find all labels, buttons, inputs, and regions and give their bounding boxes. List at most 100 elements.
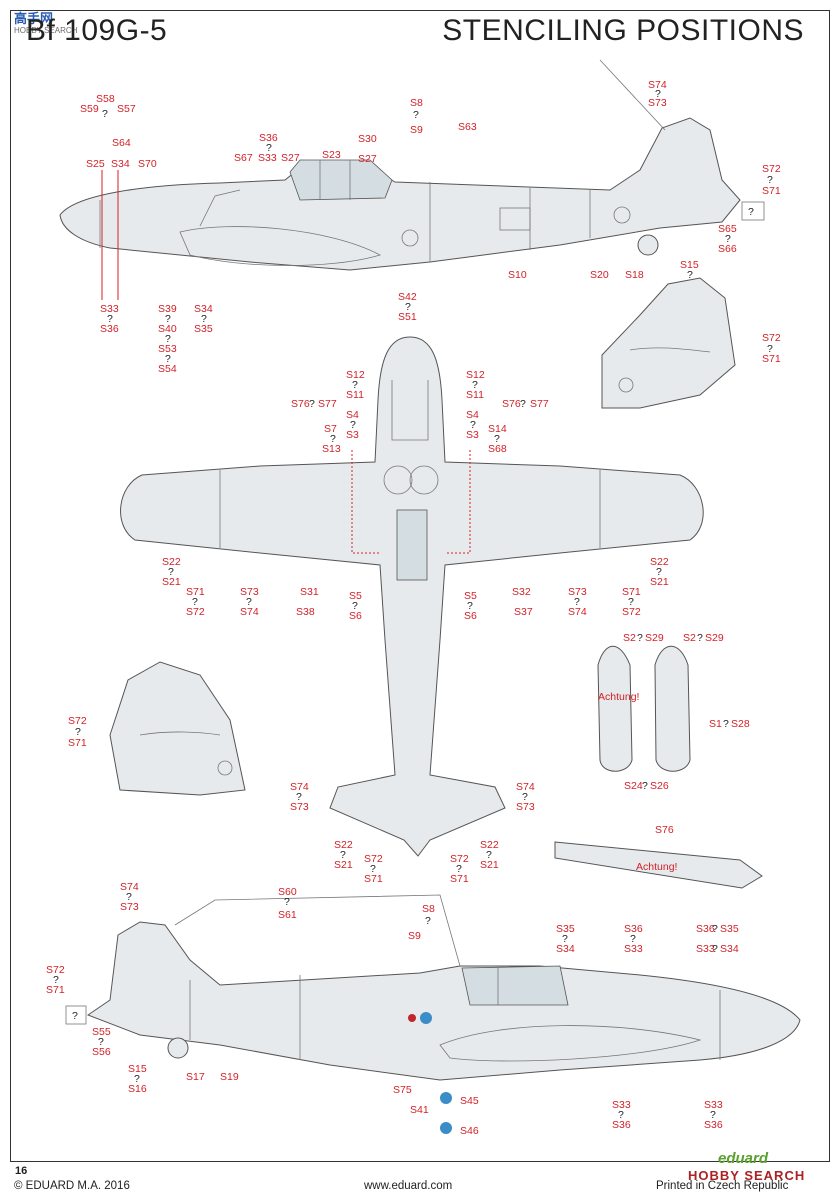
svg-text:S9: S9 <box>408 930 421 942</box>
svg-text:S19: S19 <box>220 1071 239 1083</box>
svg-text:?: ? <box>246 596 252 608</box>
svg-text:S6: S6 <box>464 610 477 622</box>
svg-text:S76: S76 <box>655 824 674 836</box>
propeller-blade-detail: S76 Achtung! <box>554 824 763 889</box>
svg-text:S22: S22 <box>162 556 181 568</box>
copyright: © EDUARD M.A. 2016 <box>14 1180 130 1192</box>
svg-text:?: ? <box>656 566 662 578</box>
svg-text:?: ? <box>296 791 302 803</box>
svg-text:S38: S38 <box>296 606 315 618</box>
svg-text:?: ? <box>102 108 108 120</box>
svg-text:S5: S5 <box>464 590 477 602</box>
svg-text:S21: S21 <box>480 859 499 871</box>
svg-text:?: ? <box>687 269 693 281</box>
svg-text:S41: S41 <box>410 1104 429 1116</box>
svg-text:S53: S53 <box>158 343 177 355</box>
svg-text:S34: S34 <box>720 943 739 955</box>
svg-text:S12: S12 <box>466 369 485 381</box>
svg-text:?: ? <box>165 353 171 365</box>
svg-text:S1: S1 <box>709 718 722 730</box>
printed-note: Printed in Czech Republic <box>656 1180 789 1192</box>
svg-text:?: ? <box>642 780 648 792</box>
svg-text:S71: S71 <box>364 873 383 885</box>
svg-text:S73: S73 <box>290 801 309 813</box>
svg-text:S31: S31 <box>300 586 319 598</box>
svg-text:?: ? <box>309 398 315 410</box>
side-view-bottom: S74?S73 S60?S61 S8?S9 S35?S34 S36?S33 S3… <box>46 881 801 1137</box>
page-title: STENCILING POSITIONS <box>442 14 804 47</box>
svg-text:?: ? <box>192 596 198 608</box>
callout: S64 <box>112 137 131 149</box>
svg-text:?: ? <box>655 88 661 100</box>
fin-detail-right: S72?S71 <box>601 277 781 409</box>
svg-text:S25: S25 <box>86 158 105 170</box>
svg-text:?: ? <box>712 923 718 935</box>
svg-text:S17: S17 <box>186 1071 205 1083</box>
svg-text:S70: S70 <box>138 158 157 170</box>
planform-view: S12?S11 S12?S11 S76?S77 S76?S77 S4?S3 S4… <box>120 336 704 885</box>
svg-text:S34: S34 <box>556 943 575 955</box>
svg-text:S35: S35 <box>556 923 575 935</box>
callout: S58 <box>96 93 115 105</box>
svg-text:?: ? <box>486 849 492 861</box>
svg-text:?: ? <box>562 933 568 945</box>
svg-text:S73: S73 <box>120 901 139 913</box>
svg-text:S74: S74 <box>290 781 309 793</box>
svg-text:S2: S2 <box>623 632 636 644</box>
svg-text:S71: S71 <box>68 737 87 749</box>
svg-text:?: ? <box>350 419 356 431</box>
svg-text:S67: S67 <box>234 152 253 164</box>
svg-text:S74: S74 <box>648 79 667 91</box>
svg-text:S36: S36 <box>624 923 643 935</box>
svg-text:?: ? <box>168 566 174 578</box>
website-link[interactable]: www.eduard.com <box>364 1180 453 1192</box>
svg-text:S10: S10 <box>508 269 527 281</box>
svg-text:S11: S11 <box>346 389 364 401</box>
svg-text:S77: S77 <box>530 398 549 410</box>
svg-text:S3: S3 <box>346 429 359 441</box>
svg-text:S36: S36 <box>259 132 278 144</box>
svg-text:?: ? <box>467 600 473 612</box>
svg-text:S42: S42 <box>398 291 417 303</box>
svg-text:S72: S72 <box>762 163 781 175</box>
svg-text:S72: S72 <box>186 606 205 618</box>
svg-text:?: ? <box>352 379 358 391</box>
svg-text:S71: S71 <box>762 353 781 365</box>
svg-text:?: ? <box>352 600 358 612</box>
svg-text:S22: S22 <box>480 839 499 851</box>
svg-text:S36: S36 <box>612 1119 631 1131</box>
svg-text:S61: S61 <box>278 909 297 921</box>
svg-text:S65: S65 <box>718 223 737 235</box>
svg-text:S74: S74 <box>568 606 587 618</box>
svg-text:?: ? <box>456 863 462 875</box>
svg-text:S27: S27 <box>281 152 300 164</box>
svg-text:?: ? <box>72 1010 78 1022</box>
callout: S57 <box>117 103 136 115</box>
svg-text:S63: S63 <box>458 121 477 133</box>
svg-text:S55: S55 <box>92 1026 111 1038</box>
svg-text:S36: S36 <box>696 923 715 935</box>
svg-text:S71: S71 <box>186 586 205 598</box>
watermark-site: HOBBY SEARCH <box>14 26 78 35</box>
svg-text:S28: S28 <box>731 718 750 730</box>
svg-text:?: ? <box>405 301 411 313</box>
svg-text:S76: S76 <box>291 398 310 410</box>
svg-text:?: ? <box>165 313 171 325</box>
svg-text:?: ? <box>165 333 171 345</box>
svg-text:?: ? <box>107 313 113 325</box>
svg-text:S3: S3 <box>466 429 479 441</box>
svg-text:?: ? <box>98 1036 104 1048</box>
svg-text:S6: S6 <box>349 610 362 622</box>
model-title: Bf 109G-5 <box>26 14 168 47</box>
svg-text:S66: S66 <box>718 243 737 255</box>
svg-text:S73: S73 <box>516 801 535 813</box>
svg-text:?: ? <box>767 343 773 355</box>
svg-text:S35: S35 <box>720 923 739 935</box>
svg-text:S71: S71 <box>622 586 641 598</box>
svg-text:S33: S33 <box>258 152 277 164</box>
svg-text:S36: S36 <box>100 323 119 335</box>
svg-text:S51: S51 <box>398 311 417 323</box>
svg-text:S33: S33 <box>696 943 715 955</box>
svg-text:S33: S33 <box>704 1099 723 1111</box>
page-frame <box>10 10 830 1162</box>
